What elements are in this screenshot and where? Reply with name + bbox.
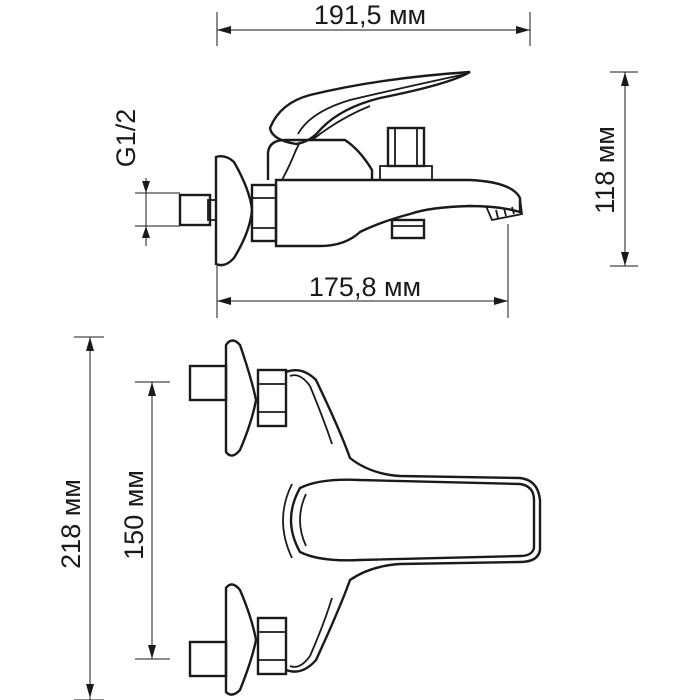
dimension-inlet-spacing: 150 мм [119, 381, 170, 660]
faucet-top-view [188, 339, 542, 696]
dimension-label-total-width: 218 мм [56, 479, 86, 569]
thread-label: G1/2 [111, 109, 141, 168]
dimension-spout-length: 175,8 мм [216, 224, 509, 318]
dimension-top-length: 191,5 мм [216, 0, 531, 46]
dimension-label-top-length: 191,5 мм [314, 0, 426, 30]
dimension-label-spout-length: 175,8 мм [309, 272, 421, 302]
dimension-total-width: 218 мм [56, 336, 104, 700]
dimension-thread: G1/2 [111, 109, 180, 246]
faucet-side-view [178, 70, 523, 267]
dimension-label-inlet-spacing: 150 мм [119, 470, 149, 560]
dimension-height: 118 мм [590, 71, 638, 267]
dimension-label-height: 118 мм [590, 126, 620, 214]
